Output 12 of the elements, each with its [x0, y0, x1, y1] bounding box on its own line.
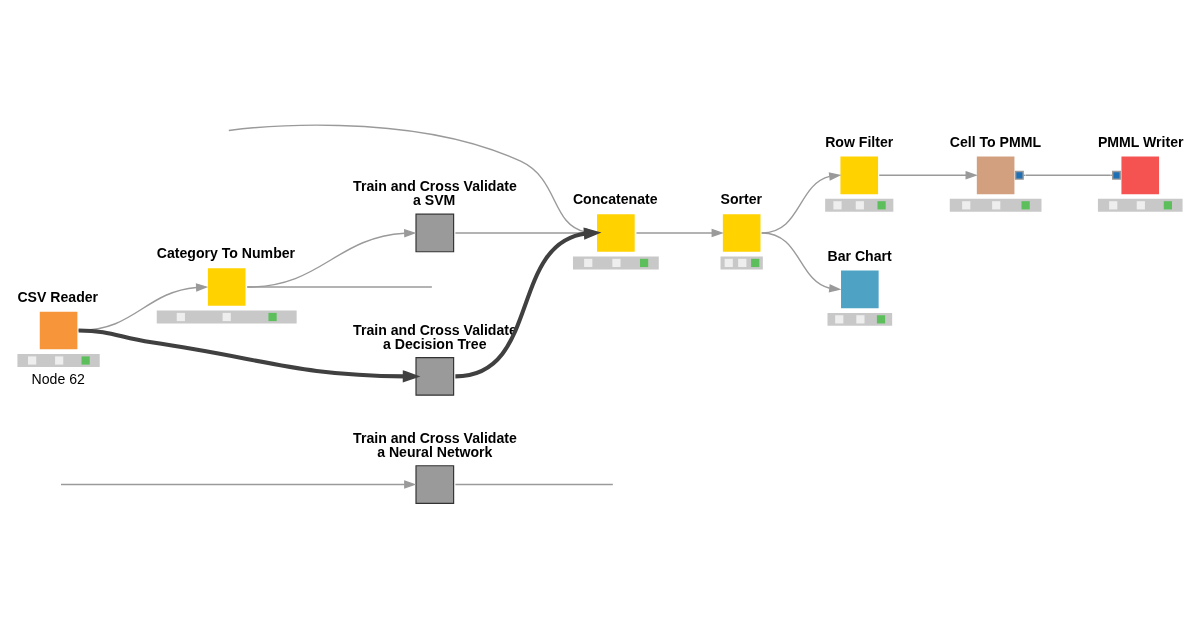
node-label: Train and Cross Validate a Decision Tree: [353, 321, 517, 352]
node-label: Bar Chart: [827, 247, 892, 264]
node-label: Train and Cross Validate a SVM: [353, 177, 517, 208]
node-label: Row Filter: [825, 133, 894, 150]
node-label: Cell To PMML: [949, 133, 1042, 150]
node-label: Node 62: [31, 370, 85, 387]
node-label: Sorter: [720, 190, 763, 207]
node-label: Train and Cross Validate a Neural Network: [353, 429, 517, 460]
node-label: CSV Reader: [17, 288, 99, 305]
node-label: PMML Writer: [1097, 133, 1184, 150]
node-label: Concatenate: [572, 190, 658, 207]
node-label: Category To Number: [156, 244, 296, 261]
